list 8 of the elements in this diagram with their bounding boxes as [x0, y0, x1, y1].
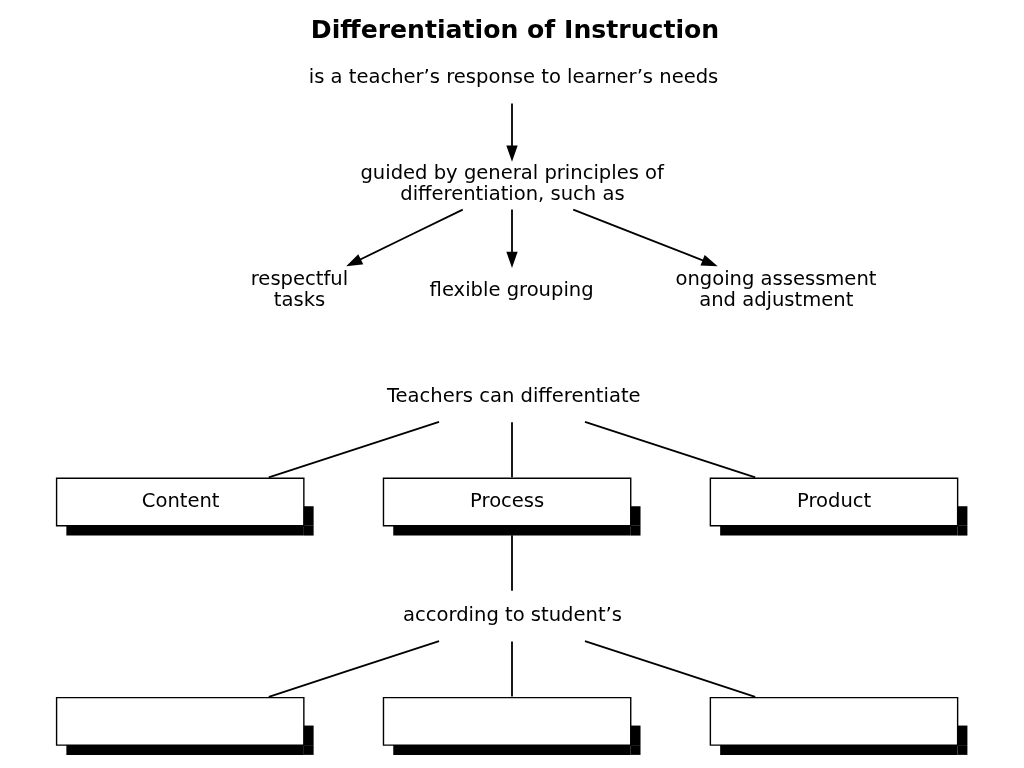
node-text: guided by general principles of differentiation, such as	[360, 160, 664, 205]
node-text: ongoing assessment and adjustment	[675, 267, 877, 312]
node-text: Teachers can differentiate	[386, 383, 641, 407]
node-text: is a teacher’s response to learner’s needs	[308, 65, 719, 89]
diagram-title: Differentiation of Instruction	[310, 15, 720, 45]
node-text: flexible grouping	[429, 277, 594, 301]
node-text: according to student’s	[403, 603, 622, 627]
node-text: respectful tasks	[250, 267, 349, 312]
